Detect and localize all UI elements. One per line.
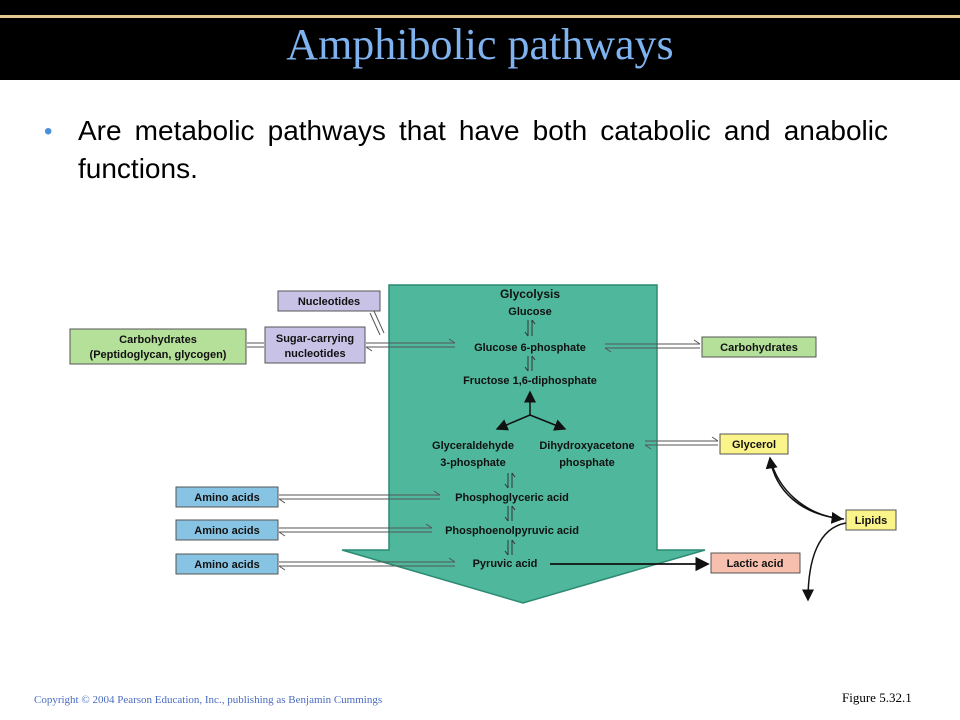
lactic-acid-label: Lactic acid	[727, 558, 784, 570]
bullet-icon: •	[44, 118, 53, 145]
amino-acids-label-1: Amino acids	[194, 492, 259, 504]
carbohydrates-right-label: Carbohydrates	[720, 342, 798, 354]
sugar-nucleotides-box	[264, 326, 366, 364]
title-bar	[0, 0, 960, 80]
dhap-label-1: Dihydroxyacetone	[539, 440, 634, 452]
sugar-nucleotides-label-2: nucleotides	[284, 348, 345, 360]
glycolysis-label: Glycolysis	[500, 287, 560, 301]
gap-label-1: Glyceraldehyde	[432, 440, 514, 452]
nucleotides-label: Nucleotides	[298, 296, 360, 308]
amino-acids-box-1	[175, 486, 279, 508]
carbohydrates-left-box	[69, 328, 247, 365]
f16dp-label: Fructose 1,6-diphosphate	[463, 375, 597, 387]
lipids-label: Lipids	[855, 515, 887, 527]
amino-acids-label-3: Amino acids	[194, 559, 259, 571]
glycerol-label: Glycerol	[732, 439, 776, 451]
pep-label: Phosphoenolpyruvic acid	[445, 525, 579, 537]
carbohydrates-left-label-1: Carbohydrates	[119, 334, 197, 346]
dhap-label-2: phosphate	[559, 457, 615, 469]
carbohydrates-right-box	[701, 336, 817, 358]
bullet-text: Are metabolic pathways that have both ca…	[78, 115, 888, 184]
gap-label-2: 3-phosphate	[440, 457, 505, 469]
lipid-curves	[765, 456, 847, 602]
glucose-label: Glucose	[508, 306, 551, 318]
title-rule	[0, 15, 960, 18]
sugar-nucleotides-label-1: Sugar-carrying	[276, 333, 354, 345]
reversible-arrows	[504, 319, 536, 556]
amino-acids-box-3	[175, 553, 279, 575]
glycolysis-pathway-arrow	[341, 284, 706, 604]
amino-acids-box-2	[175, 519, 279, 541]
connector-arrows	[247, 310, 719, 571]
figure-reference: Figure 5.32.1	[842, 690, 912, 705]
pga-label: Phosphoglyceric acid	[455, 492, 569, 504]
lactic-acid-box	[710, 552, 801, 574]
split-arrows	[495, 390, 567, 431]
slide-title: Amphibolic pathways	[286, 20, 674, 69]
copyright-text: Copyright © 2004 Pearson Education, Inc.…	[34, 694, 383, 706]
nucleotides-box	[277, 290, 381, 312]
carbohydrates-left-label-2: (Peptidoglycan, glycogen)	[90, 349, 227, 361]
g6p-label: Glucose 6-phosphate	[474, 342, 586, 354]
pyruvic-label: Pyruvic acid	[473, 558, 538, 570]
glycerol-box	[719, 433, 789, 455]
amino-acids-label-2: Amino acids	[194, 525, 259, 537]
lipids-box	[845, 509, 897, 531]
